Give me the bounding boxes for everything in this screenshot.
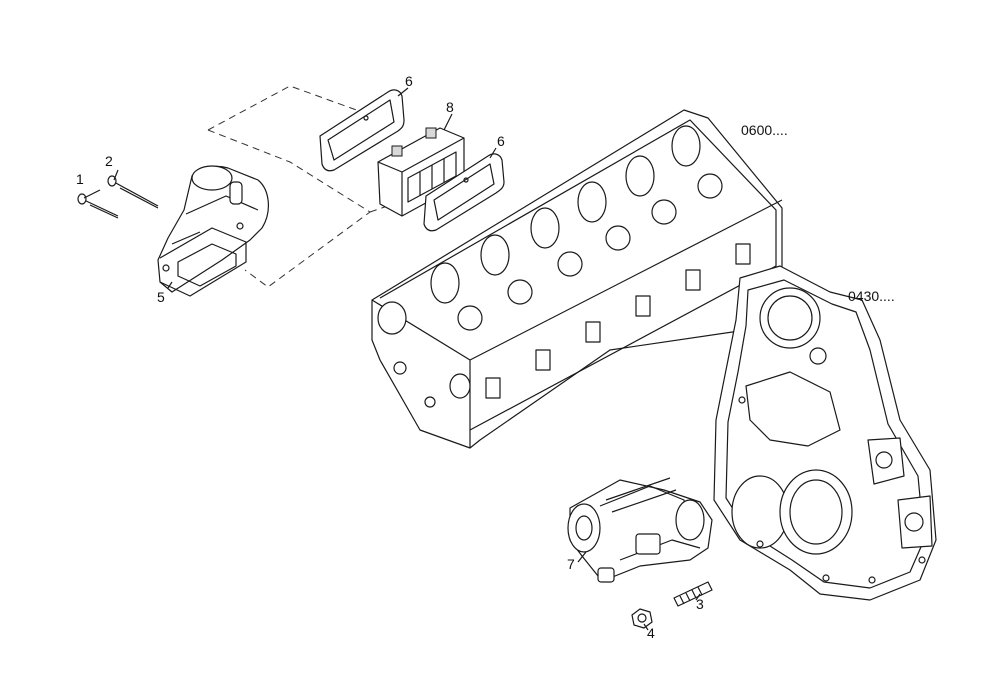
callout-7[interactable]: 7 [567,556,575,572]
callout-4[interactable]: 4 [647,625,655,641]
gasket-6-right[interactable] [423,153,505,232]
nut-4[interactable] [631,608,653,629]
callout-6-top[interactable]: 6 [405,73,413,89]
callout-1[interactable]: 1 [76,171,84,187]
cylinder-head[interactable] [371,109,783,449]
callout-2[interactable]: 2 [105,153,113,169]
bolt-1[interactable] [77,193,119,219]
camshaft-towers [430,125,701,304]
gasket-6-top[interactable] [319,89,405,172]
side-ports [485,243,751,399]
valve-bores [457,173,723,331]
stud-3[interactable] [673,581,713,607]
flywheel-housing[interactable] [713,265,937,601]
callout-3[interactable]: 3 [696,596,704,612]
reference-flywheel-housing[interactable]: 0430.... [848,288,895,304]
reference-cylinder-head[interactable]: 0600.... [741,122,788,138]
callout-6-right[interactable]: 6 [497,133,505,149]
leader-lines [83,87,701,631]
housing-5[interactable] [157,165,269,297]
starter-motor-7[interactable] [567,477,713,583]
callout-8[interactable]: 8 [446,99,454,115]
callout-5[interactable]: 5 [157,289,165,305]
bolt-2[interactable] [107,175,159,209]
